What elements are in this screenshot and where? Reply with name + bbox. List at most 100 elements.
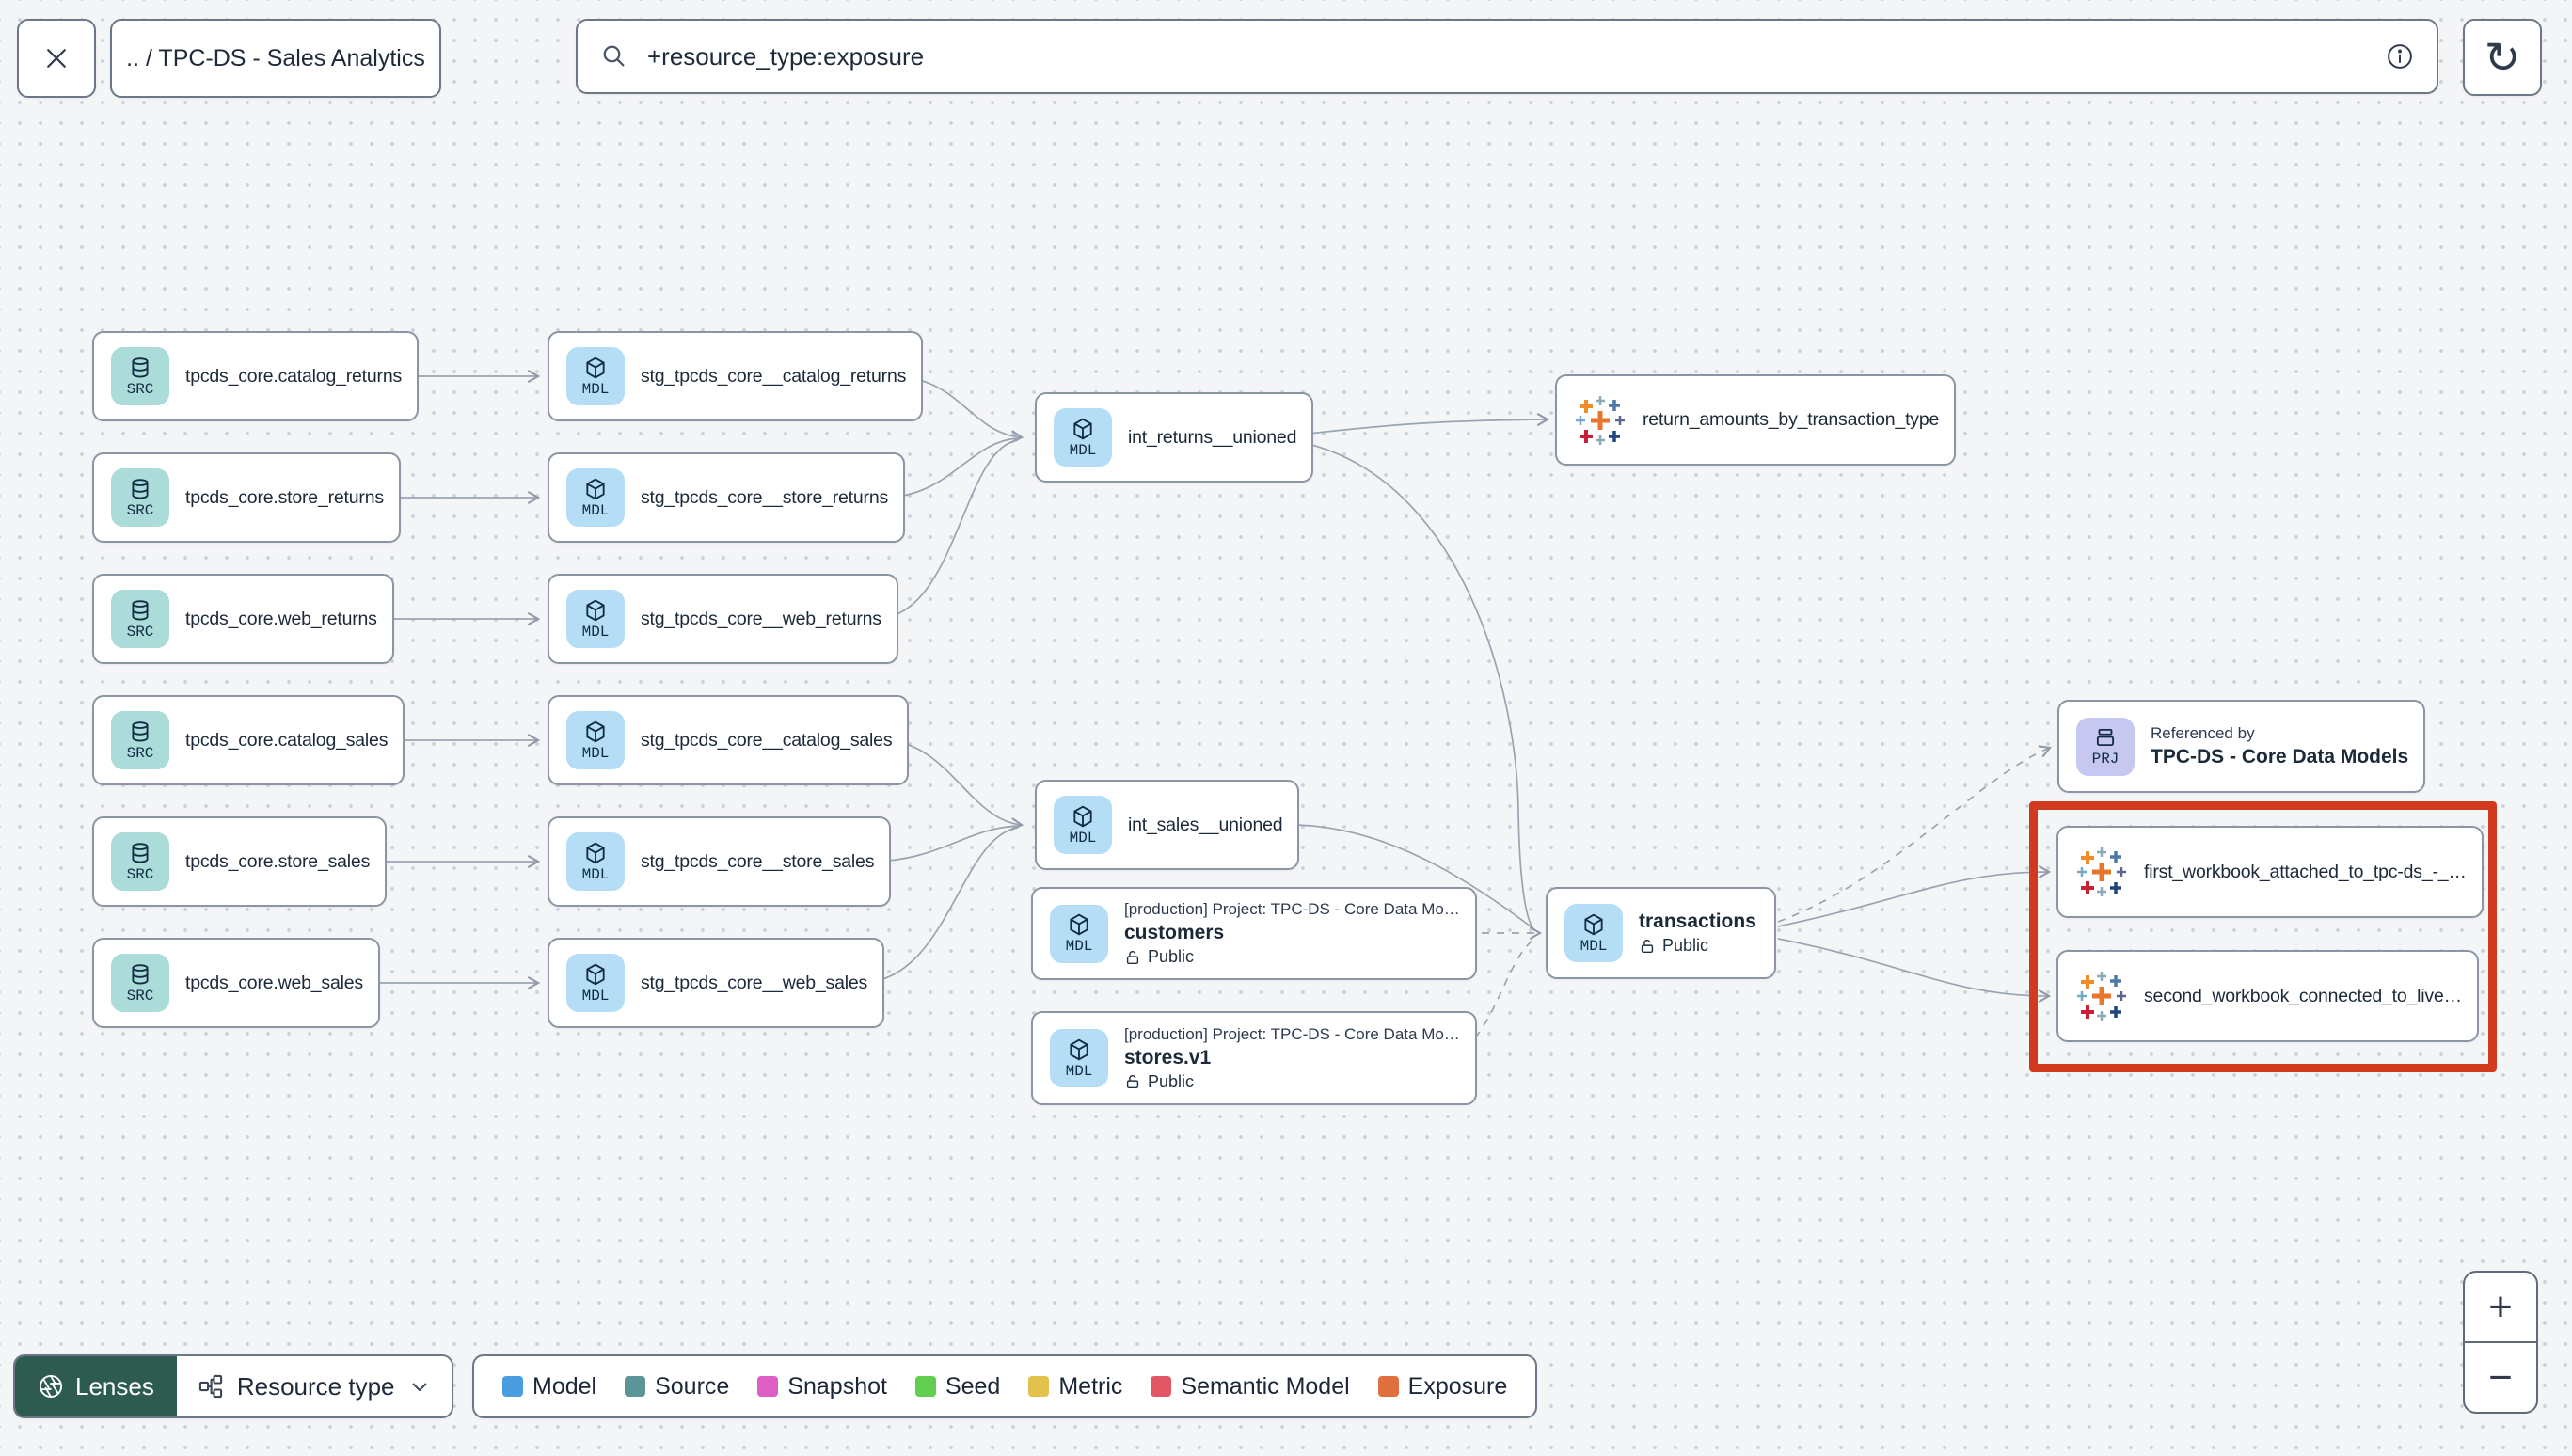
source-badge: SRC [111, 711, 169, 769]
node-stg-web-sales[interactable]: MDL stg_tpcds_core__web_sales [548, 938, 885, 1028]
search-input[interactable] [645, 40, 2386, 72]
legend-item-model: Model [502, 1373, 596, 1401]
node-second-workbook-exposure[interactable]: second_workbook_connected_to_live… [2056, 950, 2479, 1042]
model-badge: MDL [566, 347, 625, 405]
close-icon [47, 49, 66, 68]
cube-icon [1584, 913, 1603, 935]
node-tpcds-core-web-returns[interactable]: SRC tpcds_core.web_returns [92, 574, 394, 664]
cube-icon [586, 478, 605, 499]
exposure-color-chip [1377, 1376, 1399, 1397]
model-color-chip [502, 1376, 523, 1397]
source-badge: SRC [111, 590, 169, 648]
aperture-icon [39, 1374, 63, 1399]
node-return-amounts-by-transaction-type[interactable]: return_amounts_by_transaction_type [1555, 374, 1957, 466]
model-badge: MDL [566, 832, 625, 891]
tableau-icon [1576, 395, 1625, 445]
node-tpcds-core-store-returns[interactable]: SRC tpcds_core.store_returns [92, 452, 401, 543]
cube-icon [1070, 1038, 1088, 1060]
database-icon [132, 599, 149, 620]
cube-icon [586, 842, 605, 863]
model-badge: MDL [1054, 796, 1112, 854]
cube-icon [1070, 913, 1088, 936]
node-customers[interactable]: MDL [production] Project: TPC-DS - Core … [1031, 887, 1477, 980]
cube-icon [1073, 805, 1092, 827]
node-first-workbook-exposure[interactable]: first_workbook_attached_to_tpc-ds_-_… [2056, 826, 2484, 918]
resource-graph-icon [198, 1374, 222, 1399]
node-referenced-by-project[interactable]: PRJ Referenced by TPC-DS - Core Data Mod… [2057, 700, 2426, 793]
access-badge: Public [1124, 947, 1460, 967]
model-badge: MDL [1054, 408, 1112, 467]
referenced-by-label: Referenced by [2151, 724, 2255, 742]
legend-item-semantic-model: Semantic Model [1151, 1373, 1350, 1401]
node-stores-v1[interactable]: MDL [production] Project: TPC-DS - Core … [1031, 1011, 1477, 1105]
node-tpcds-core-catalog-returns[interactable]: SRC tpcds_core.catalog_returns [92, 331, 420, 421]
zoom-controls: + − [2463, 1271, 2538, 1414]
unlock-icon [1126, 950, 1139, 964]
database-icon [132, 356, 149, 377]
snapshot-color-chip [757, 1376, 779, 1397]
cube-icon [586, 356, 605, 378]
database-icon [132, 720, 149, 741]
refresh-icon: ↻ [2484, 33, 2521, 82]
source-badge: SRC [111, 954, 169, 1012]
breadcrumb[interactable]: .. / TPC-DS - Sales Analytics [110, 19, 441, 98]
cube-icon [586, 963, 605, 985]
model-badge: MDL [566, 468, 625, 527]
node-tpcds-core-web-sales[interactable]: SRC tpcds_core.web_sales [92, 938, 380, 1028]
node-int-sales-unioned[interactable]: MDL int_sales__unioned [1035, 780, 1300, 870]
model-badge: MDL [566, 954, 625, 1012]
project-context: [production] Project: TPC-DS - Core Data… [1124, 900, 1460, 918]
database-icon [132, 478, 149, 499]
node-tpcds-core-catalog-sales[interactable]: SRC tpcds_core.catalog_sales [92, 695, 405, 785]
node-tpcds-core-store-sales[interactable]: SRC tpcds_core.store_sales [92, 816, 388, 907]
breadcrumb-label: .. / TPC-DS - Sales Analytics [126, 44, 425, 71]
view-controls: Lenses Resource type [13, 1354, 453, 1418]
chevron-down-icon [408, 1375, 431, 1398]
metric-color-chip [1028, 1376, 1050, 1397]
search-icon [603, 45, 625, 67]
search-bar[interactable] [576, 19, 2438, 94]
node-stg-store-sales[interactable]: MDL stg_tpcds_core__store_sales [548, 816, 892, 907]
node-stg-catalog-sales[interactable]: MDL stg_tpcds_core__catalog_sales [548, 695, 910, 785]
semantic-model-color-chip [1151, 1376, 1172, 1397]
resource-type-dropdown[interactable]: Resource type [176, 1356, 452, 1416]
seed-color-chip [914, 1376, 936, 1397]
archive-icon [2096, 728, 2115, 747]
node-stg-catalog-returns[interactable]: MDL stg_tpcds_core__catalog_returns [548, 331, 924, 421]
node-transactions[interactable]: MDL transactions Public [1546, 887, 1776, 979]
zoom-out-button[interactable]: − [2488, 1353, 2513, 1401]
info-icon[interactable] [2386, 42, 2414, 71]
cube-icon [586, 599, 605, 621]
close-button[interactable] [17, 19, 96, 98]
zoom-in-button[interactable]: + [2465, 1273, 2536, 1343]
node-int-returns-unioned[interactable]: MDL int_returns__unioned [1035, 392, 1314, 483]
refresh-button[interactable]: ↻ [2463, 19, 2542, 96]
model-badge: MDL [1564, 904, 1623, 962]
model-badge: MDL [566, 711, 625, 769]
legend-item-snapshot: Snapshot [757, 1373, 887, 1401]
project-badge: PRJ [2076, 717, 2135, 776]
tableau-icon [2077, 847, 2126, 896]
legend-item-exposure: Exposure [1377, 1373, 1507, 1401]
database-icon [132, 963, 149, 984]
access-badge: Public [1639, 936, 1756, 956]
model-badge: MDL [1050, 904, 1108, 963]
project-context: [production] Project: TPC-DS - Core Data… [1124, 1024, 1460, 1043]
cube-icon [1073, 418, 1092, 439]
legend-item-metric: Metric [1028, 1373, 1122, 1401]
source-badge: SRC [111, 468, 169, 527]
access-badge: Public [1124, 1072, 1460, 1092]
unlock-icon [1126, 1075, 1139, 1089]
node-stg-web-returns[interactable]: MDL stg_tpcds_core__web_returns [548, 574, 898, 664]
source-color-chip [625, 1376, 646, 1397]
legend-item-source: Source [625, 1373, 729, 1401]
legend-item-seed: Seed [914, 1373, 1000, 1401]
node-stg-store-returns[interactable]: MDL stg_tpcds_core__store_returns [548, 452, 906, 543]
cube-icon [586, 720, 605, 742]
legend: Model Source Snapshot Seed Metric Semant… [472, 1354, 1538, 1418]
model-badge: MDL [566, 590, 625, 648]
unlock-icon [1641, 939, 1654, 953]
lenses-button[interactable]: Lenses [15, 1356, 177, 1416]
